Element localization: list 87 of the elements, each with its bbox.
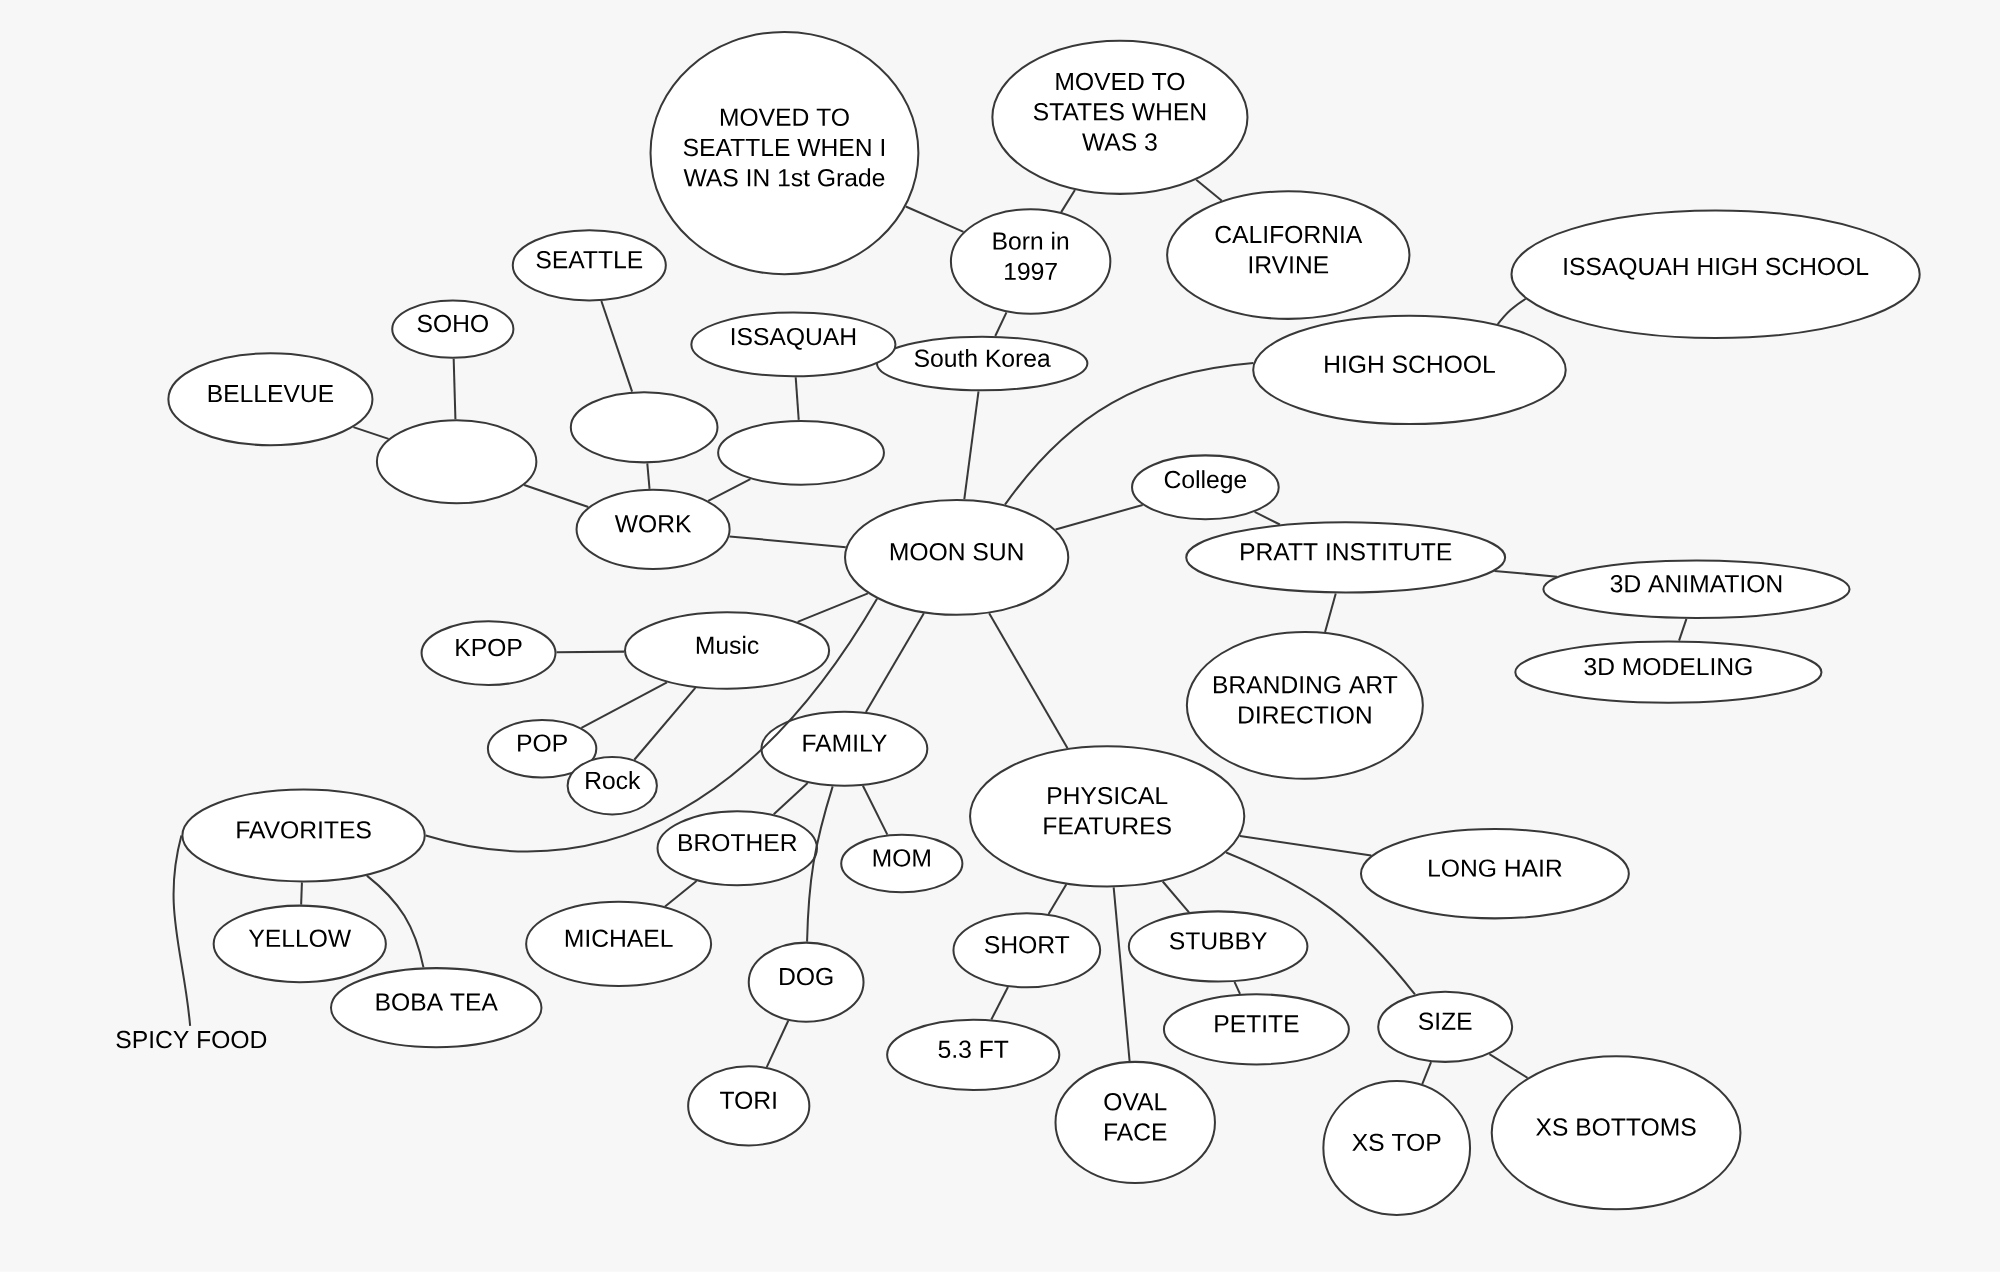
connector-line [633,687,697,761]
idea-bubble: PETITE [1162,993,1350,1066]
connector-line [1421,1061,1432,1085]
connector-line [1060,189,1076,213]
idea-bubble: PHYSICAL FEATURES [969,745,1246,888]
connector-line [865,612,925,713]
connector-line [765,1020,790,1068]
idea-bubble: ISSAQUAH [690,311,897,378]
connector-line [1225,851,1416,996]
connector-line [862,785,889,836]
connector-line [1239,835,1372,857]
connector-line [1488,1053,1529,1079]
idea-bubble: SIZE [1377,990,1514,1064]
connector-line [425,598,878,853]
idea-bubble: YELLOW [212,904,387,984]
idea-bubble: FAVORITES [181,788,426,883]
connector-line [1254,511,1281,526]
connector-line [1678,618,1688,642]
idea-bubble: STUBBY [1127,910,1309,983]
connector-line [1324,593,1337,633]
idea-bubble: ISSAQUAH HIGH SCHOOL [1510,209,1921,340]
connector-line [1004,362,1254,506]
idea-bubble: SHORT [952,912,1102,989]
idea-bubble: 3D MODELING [1514,640,1823,704]
connector-line [988,612,1069,749]
idea-bubble: WORK [575,488,731,571]
idea-bubble: HIGH SCHOOL [1252,314,1567,426]
idea-bubble: Born in 1997 [949,208,1112,315]
idea-bubble: OVAL FACE [1054,1061,1216,1185]
connector-line [773,782,809,816]
idea-bubble: XS BOTTOMS [1490,1055,1742,1211]
connector-line [1055,504,1143,531]
connector-line [366,875,425,968]
idea-bubble: FAMILY [760,710,929,787]
idea-bubble: MOM [840,834,964,894]
connector-line [963,391,980,500]
idea-bubble: South Korea [875,335,1089,392]
idea-bubble: 3D ANIMATION [1542,559,1851,620]
connector-line [600,300,634,393]
idea-bubble: MOON SUN [844,499,1070,616]
connector-line [994,312,1008,337]
connector-line [1047,883,1068,915]
idea-bubble: CALIFORNIA IRVINE [1166,190,1411,321]
connector-line [1497,298,1527,325]
idea-bubble: XS TOP [1322,1080,1472,1217]
connector-line [806,786,834,942]
connector-line [905,205,964,233]
connector-line [523,484,589,509]
connector-line [172,835,192,1027]
connector-line [1195,179,1223,202]
idea-bubble: LONG HAIR [1360,828,1630,920]
handwritten-text: SPICY FOOD [116,1031,267,1049]
connector-line [664,880,698,908]
idea-bubble: College [1131,454,1280,521]
connector-line [990,986,1009,1021]
idea-bubble: TORI [687,1065,811,1147]
idea-bubble: Music [624,611,831,690]
connector-line [1233,981,1241,995]
idea-bubble: Rock [566,756,658,816]
idea-bubble: MICHAEL [525,900,713,988]
idea-bubble: BOBA TEA [330,967,543,1049]
connector-line [707,478,751,502]
speech-bubble: MOVED TO SEATTLE WHEN I WAS IN 1st Grade [649,31,920,276]
connector-line [580,681,668,729]
connector-line [1161,881,1190,914]
idea-bubble: BRANDING ART DIRECTION [1185,631,1424,780]
connector-line [729,535,846,549]
idea-bubble: BROTHER [656,810,818,887]
empty-bubble [375,419,538,505]
empty-bubble [569,391,719,464]
speech-bubble: MOVED TO STATES WHEN WAS 3 [991,39,1249,196]
connector-line [300,882,303,905]
idea-bubble: BELLEVUE [167,352,374,447]
connector-line [1112,887,1131,1062]
connector-line [646,463,651,490]
idea-bubble: KPOP [420,620,557,687]
connector-line [1494,570,1558,578]
connector-line [353,426,389,440]
idea-bubble: SEATTLE [511,229,667,302]
connector-line [452,358,457,420]
connector-line [556,650,625,654]
connector-line [794,377,800,421]
idea-bubble: DOG [747,941,865,1023]
empty-bubble [717,420,885,486]
idea-bubble: 5.3 FT [886,1018,1061,1092]
connector-line [797,592,869,623]
idea-bubble: SOHO [391,299,515,359]
